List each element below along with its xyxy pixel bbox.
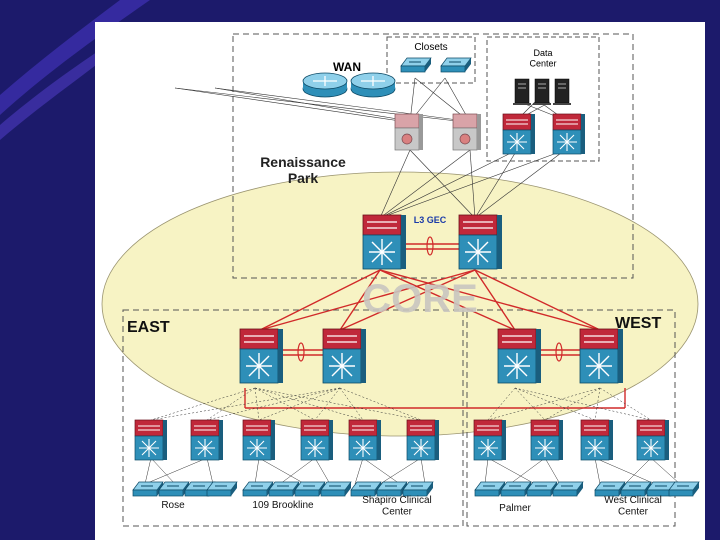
rose-access-4-icon — [206, 481, 238, 497]
shapiro-switch-2-icon — [406, 419, 440, 461]
brookline-access-4-icon — [320, 481, 352, 497]
west-clinical-switch-1-icon — [580, 419, 614, 461]
west-distribution-switch-1-icon — [497, 328, 542, 384]
renaissance-park-region — [232, 33, 634, 279]
palmer-access-1-icon — [474, 481, 506, 497]
access-links — [150, 387, 652, 421]
closets-label: Closets — [414, 42, 447, 53]
east-label: EAST — [127, 319, 170, 336]
l3-gec-label: L3 GEC — [414, 215, 447, 225]
dc-switch-2-icon — [552, 113, 586, 155]
east-distribution-switch-1-icon — [239, 328, 284, 384]
palmer-access-3-icon — [526, 481, 558, 497]
wan-router-1-icon — [302, 72, 348, 98]
shapiro-access-2-icon — [376, 481, 408, 497]
east-region — [122, 309, 464, 527]
site-label-109-brookline: 109 Brookline — [252, 500, 314, 511]
palmer-access-2-icon — [500, 481, 532, 497]
site-label-rose: Rose — [161, 500, 185, 511]
server-3-icon — [552, 78, 572, 106]
server-2-icon — [532, 78, 552, 106]
closet-switch-1-icon — [400, 57, 432, 73]
wan-label: WAN — [333, 60, 361, 74]
distribution-links — [174, 77, 566, 219]
west-clinical-access-4-icon — [668, 481, 700, 497]
core-label: CORE — [362, 277, 478, 321]
site-label-palmer: Palmer — [499, 503, 531, 514]
brookline-switch-1-icon — [242, 419, 276, 461]
core-switch-1-icon — [362, 214, 407, 270]
rose-switch-2-icon — [190, 419, 224, 461]
wan-router-2-icon — [350, 72, 396, 98]
server-1-icon — [512, 78, 532, 106]
wan-distribution-switch-2-icon — [452, 113, 482, 151]
brookline-switch-2-icon — [300, 419, 334, 461]
brookline-access-1-icon — [242, 481, 274, 497]
west-clinical-switch-2-icon — [636, 419, 670, 461]
west-region — [466, 309, 676, 527]
brookline-access-2-icon — [268, 481, 300, 497]
brookline-access-3-icon — [294, 481, 326, 497]
data-center-region — [486, 36, 600, 162]
palmer-switch-2-icon — [530, 419, 564, 461]
closet-switch-2-icon — [440, 57, 472, 73]
rose-switch-1-icon — [134, 419, 168, 461]
core-switch-2-icon — [458, 214, 503, 270]
closets-region — [386, 36, 476, 84]
east-distribution-switch-2-icon — [322, 328, 367, 384]
west-clinical-access-1-icon — [594, 481, 626, 497]
core-links — [244, 243, 626, 409]
rose-access-1-icon — [132, 481, 164, 497]
dc-switch-1-icon — [502, 113, 536, 155]
shapiro-switch-1-icon — [348, 419, 382, 461]
palmer-switch-1-icon — [473, 419, 507, 461]
shapiro-access-1-icon — [350, 481, 382, 497]
west-clinical-access-2-icon — [620, 481, 652, 497]
wan-distribution-switch-1-icon — [394, 113, 424, 151]
palmer-access-4-icon — [552, 481, 584, 497]
rose-access-2-icon — [158, 481, 190, 497]
shapiro-access-3-icon — [402, 481, 434, 497]
west-label: WEST — [615, 315, 661, 332]
west-distribution-switch-2-icon — [579, 328, 624, 384]
